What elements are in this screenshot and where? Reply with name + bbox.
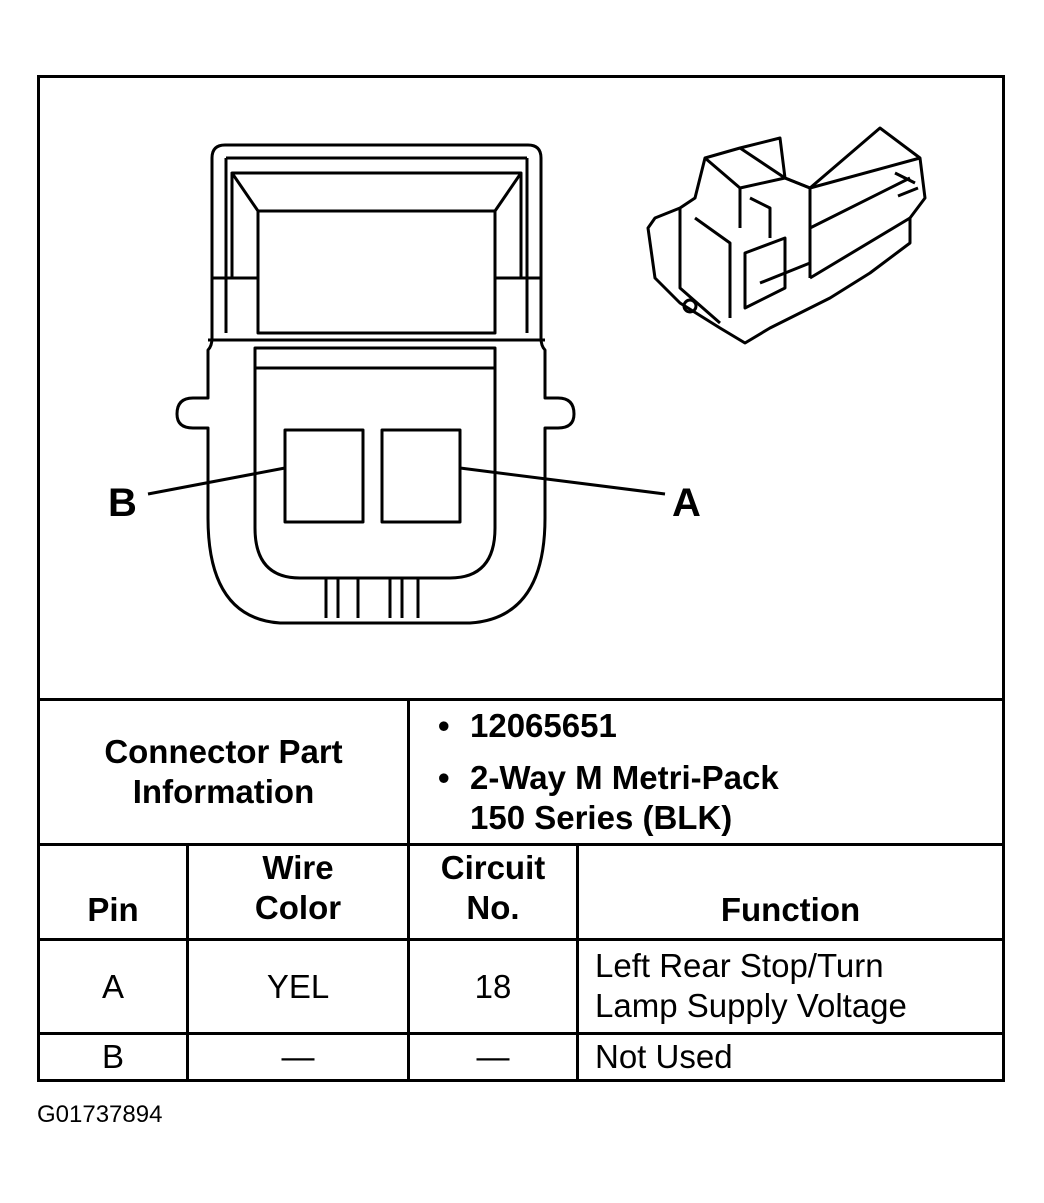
divider-function-col <box>576 843 579 1079</box>
pin-label-a: A <box>672 481 701 525</box>
row-a-pin: A <box>101 967 124 1005</box>
part-number-item: • 12065651 <box>438 706 1002 746</box>
divider-info-header <box>40 843 1002 846</box>
leader-line-a <box>459 466 666 496</box>
row-a-circuit: 18 <box>474 967 512 1005</box>
bullet: • <box>438 759 450 796</box>
row-b-pin: B <box>101 1038 124 1075</box>
cavity-b <box>283 428 365 524</box>
connector-description-line1: 2-Way M Metri-Pack <box>470 759 779 796</box>
connector-part-info-values: • 12065651 • 2-Way M Metri-Pack 150 Seri… <box>410 706 1002 843</box>
divider-row-a-b <box>40 1032 1002 1035</box>
header-circuit-no: Circuit No. <box>440 849 546 926</box>
connector-part-info-label: Connector Part Information <box>104 733 343 810</box>
connector-description-line2: 150 Series (BLK) <box>470 799 733 836</box>
divider-header-rows <box>40 938 1002 941</box>
row-b-function: Not Used <box>595 1038 733 1075</box>
bullet: • <box>438 707 450 744</box>
header-wire-color: Wire Color <box>254 849 342 926</box>
divider-pin-col <box>186 843 189 1079</box>
row-b-circuit: — <box>476 1038 510 1075</box>
row-a-function: Left Rear Stop/Turn Lamp Supply Voltage <box>595 947 907 1024</box>
figure-id: G01737894 <box>37 1101 163 1128</box>
cavity-a <box>380 428 462 524</box>
divider-drawing-table <box>40 698 1002 701</box>
header-function: Function <box>720 891 861 928</box>
part-number: 12065651 <box>470 707 617 744</box>
connector-3d-view <box>646 126 927 345</box>
pin-label-b: B <box>108 481 137 525</box>
divider-info-vertical <box>407 698 410 1079</box>
row-b-wire-color: — <box>281 1038 315 1075</box>
connector-drawing: B A <box>108 126 927 625</box>
connector-description-item: • 2-Way M Metri-Pack 150 Series (BLK) <box>438 758 1002 838</box>
header-pin: Pin <box>87 891 139 928</box>
leader-line-b <box>147 466 286 496</box>
connector-face-view <box>147 143 666 625</box>
row-a-wire-color: YEL <box>266 967 330 1005</box>
connector-figure-frame: B A Connector Part Information • 1206565… <box>37 75 1005 1082</box>
